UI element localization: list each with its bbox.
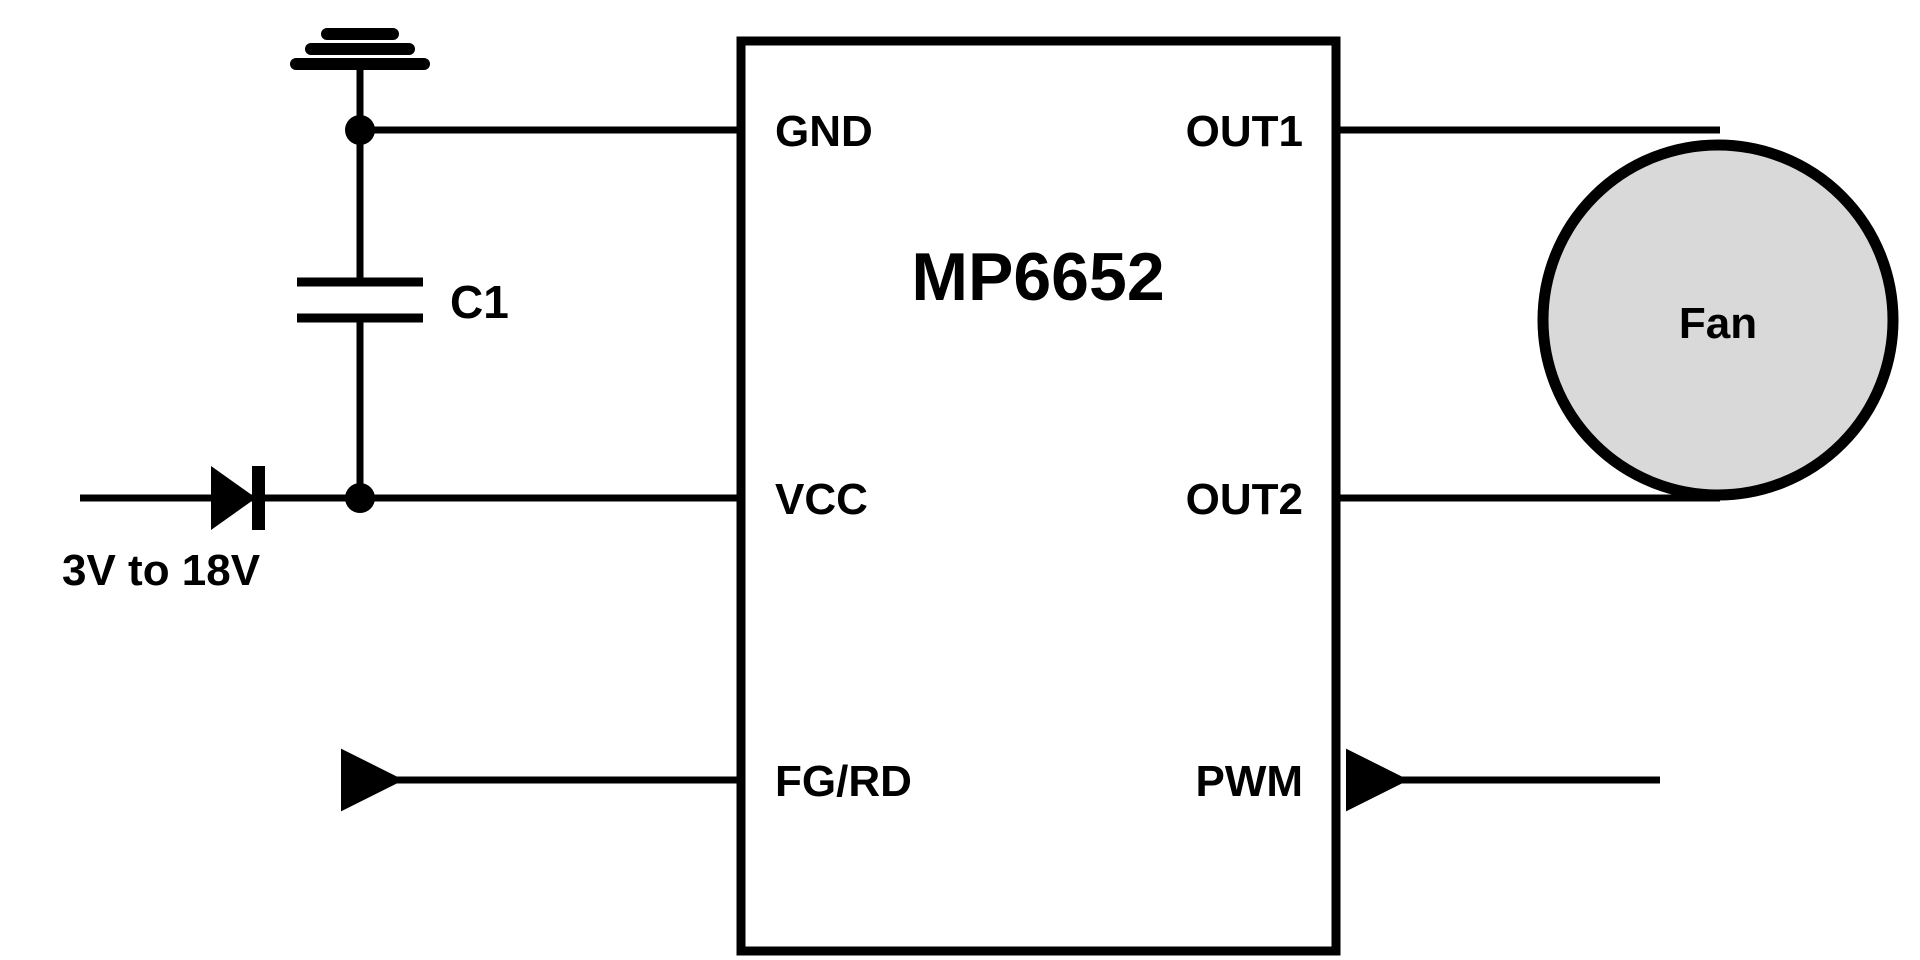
pin-label-vcc: VCC [775, 475, 868, 524]
supply-voltage-label: 3V to 18V [62, 546, 261, 595]
fan-label: Fan [1679, 299, 1757, 348]
junction-dot-gnd [345, 115, 375, 145]
junction-dot-vcc [345, 483, 375, 513]
pin-label-out2: OUT2 [1186, 475, 1303, 524]
pin-label-gnd: GND [775, 107, 873, 156]
pin-label-fg-rd: FG/RD [775, 757, 912, 806]
ic-body-mp6652 [736, 36, 1341, 956]
capacitor-branch [297, 130, 423, 498]
fan-wiring [1336, 126, 1720, 502]
capacitor-designator: C1 [450, 276, 509, 328]
pin-label-out1: OUT1 [1186, 107, 1303, 156]
pin-label-pwm: PWM [1195, 757, 1303, 806]
fan-load-symbol [1537, 139, 1899, 501]
ic-part-number: MP6652 [911, 239, 1164, 315]
diode-icon [211, 466, 265, 530]
